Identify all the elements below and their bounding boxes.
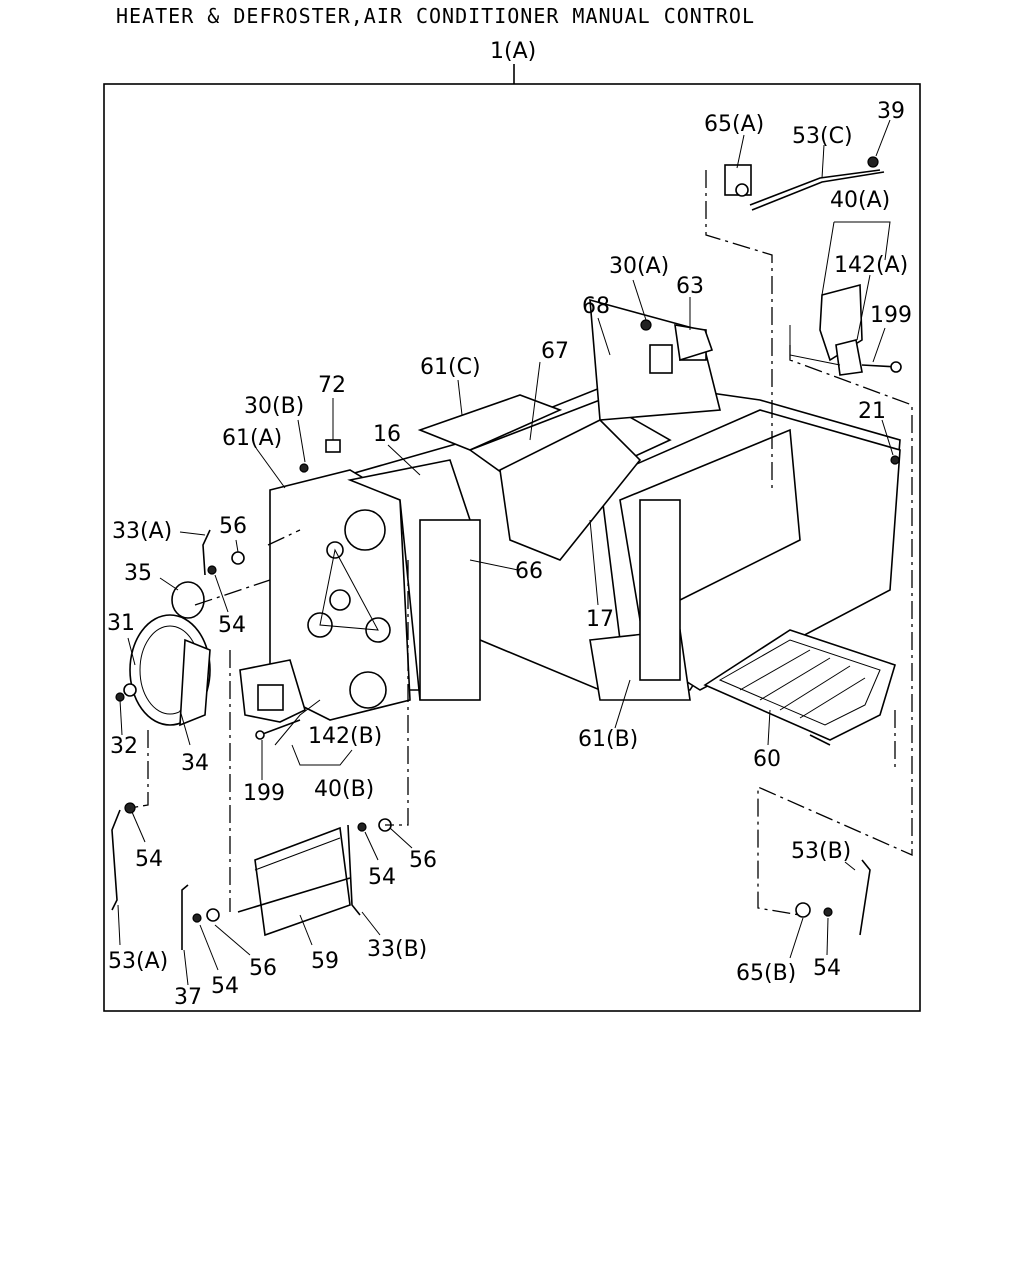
- label-65b: 65(B): [736, 961, 796, 986]
- label-16: 16: [373, 422, 401, 447]
- label-34: 34: [181, 751, 209, 776]
- label-66: 66: [515, 559, 543, 584]
- label-72: 72: [318, 373, 346, 398]
- label-63: 63: [676, 274, 704, 299]
- small-rods-and-clips: [111, 319, 900, 950]
- label-68: 68: [582, 294, 610, 319]
- label-59: 59: [311, 949, 339, 974]
- label-54-right: 54: [813, 956, 841, 981]
- label-40a: 40(A): [830, 188, 890, 213]
- label-67: 67: [541, 339, 569, 364]
- label-54-lower: 54: [211, 974, 239, 999]
- label-30b: 30(B): [244, 394, 304, 419]
- label-199-bottom: 199: [243, 781, 285, 806]
- label-53c: 53(C): [792, 124, 853, 149]
- label-65a: 65(A): [704, 112, 764, 137]
- callout-labels: 1(A) 65(A) 53(C) 39 40(A) 142(A) 199 30(…: [107, 39, 912, 1010]
- label-60: 60: [753, 747, 781, 772]
- label-199-top: 199: [870, 303, 912, 328]
- label-54-left: 54: [135, 847, 163, 872]
- label-37: 37: [174, 985, 202, 1010]
- label-1a: 1(A): [490, 39, 536, 64]
- label-17: 17: [586, 607, 614, 632]
- label-35: 35: [124, 561, 152, 586]
- air-filter: [237, 826, 351, 937]
- actuator-40b: [239, 659, 306, 740]
- label-54-mid: 54: [368, 865, 396, 890]
- page-title: HEATER & DEFROSTER,AIR CONDITIONER MANUA…: [116, 4, 756, 28]
- label-142a: 142(A): [834, 253, 908, 278]
- label-53a: 53(A): [108, 949, 168, 974]
- label-30a: 30(A): [609, 254, 669, 279]
- label-40b: 40(B): [314, 777, 374, 802]
- label-33a: 33(A): [112, 519, 172, 544]
- label-39: 39: [877, 99, 905, 124]
- heater-unit-housing: [269, 298, 901, 721]
- assembly-frame: [103, 83, 921, 1012]
- label-61b: 61(B): [578, 727, 638, 752]
- label-53b: 53(B): [791, 839, 851, 864]
- evaporator-core: [703, 629, 896, 746]
- label-61c: 61(C): [420, 355, 481, 380]
- label-56-lower: 56: [249, 956, 277, 981]
- label-61a: 61(A): [222, 426, 282, 451]
- label-31: 31: [107, 611, 135, 636]
- label-21: 21: [858, 399, 886, 424]
- rod-53c: [724, 156, 885, 211]
- label-33b: 33(B): [367, 937, 427, 962]
- connection-lines: [129, 170, 913, 916]
- label-32: 32: [110, 734, 138, 759]
- label-54-upper: 54: [218, 613, 246, 638]
- label-56-mid: 56: [409, 848, 437, 873]
- label-56-upper: 56: [219, 514, 247, 539]
- blower-cover-assembly: [115, 581, 211, 727]
- label-142b: 142(B): [308, 724, 382, 749]
- leader-lines: [117, 119, 894, 986]
